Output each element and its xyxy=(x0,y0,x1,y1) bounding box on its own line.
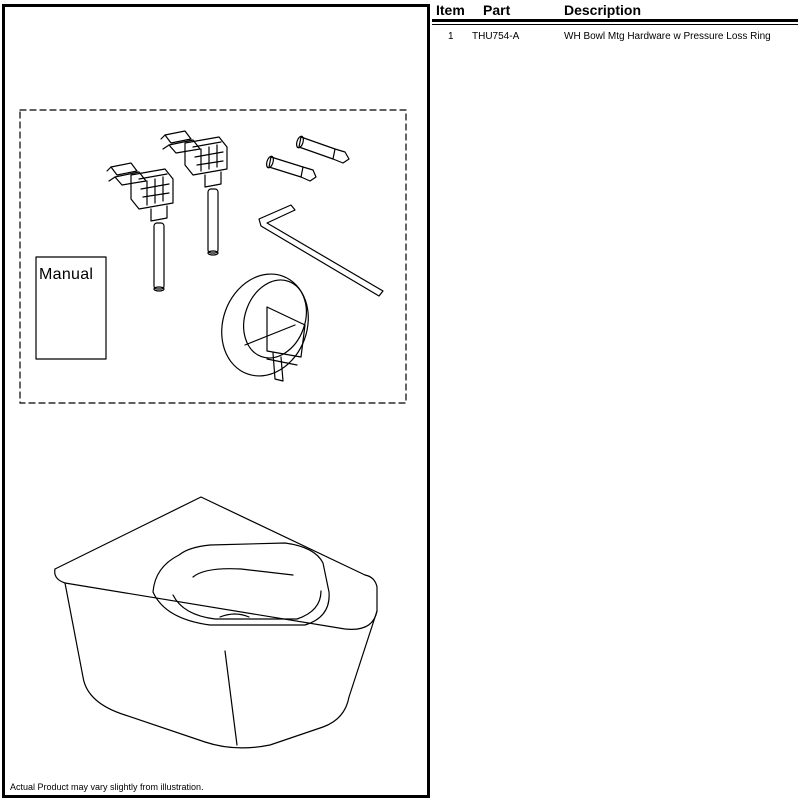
mounting-bolt-icon xyxy=(160,130,228,256)
hex-key-icon xyxy=(258,204,384,297)
anchor-pin-icon xyxy=(295,135,350,164)
row-description: WH Bowl Mtg Hardware w Pressure Loss Rin… xyxy=(564,31,771,42)
manual-booklet xyxy=(35,256,107,360)
manual-label: Manual xyxy=(39,266,94,283)
header-description: Description xyxy=(564,2,642,18)
illustration-panel: Manual xyxy=(2,4,430,798)
toilet-bowl-illustration xyxy=(54,496,378,749)
kit-box-outline xyxy=(19,109,407,404)
anchor-pin-icon-2 xyxy=(265,155,317,182)
header-rule-thick xyxy=(432,19,798,22)
row-item: 1 xyxy=(448,31,454,42)
pressure-loss-ring-icon xyxy=(221,273,309,382)
disclaimer-text: Actual Product may vary slightly from il… xyxy=(10,782,204,792)
header-item: Item xyxy=(436,2,465,18)
header-part: Part xyxy=(483,2,511,18)
mounting-bolt-icon-2 xyxy=(106,162,174,292)
row-part: THU754-A xyxy=(472,31,520,42)
header-rule-thin xyxy=(432,24,798,25)
parts-illustration xyxy=(19,109,407,749)
